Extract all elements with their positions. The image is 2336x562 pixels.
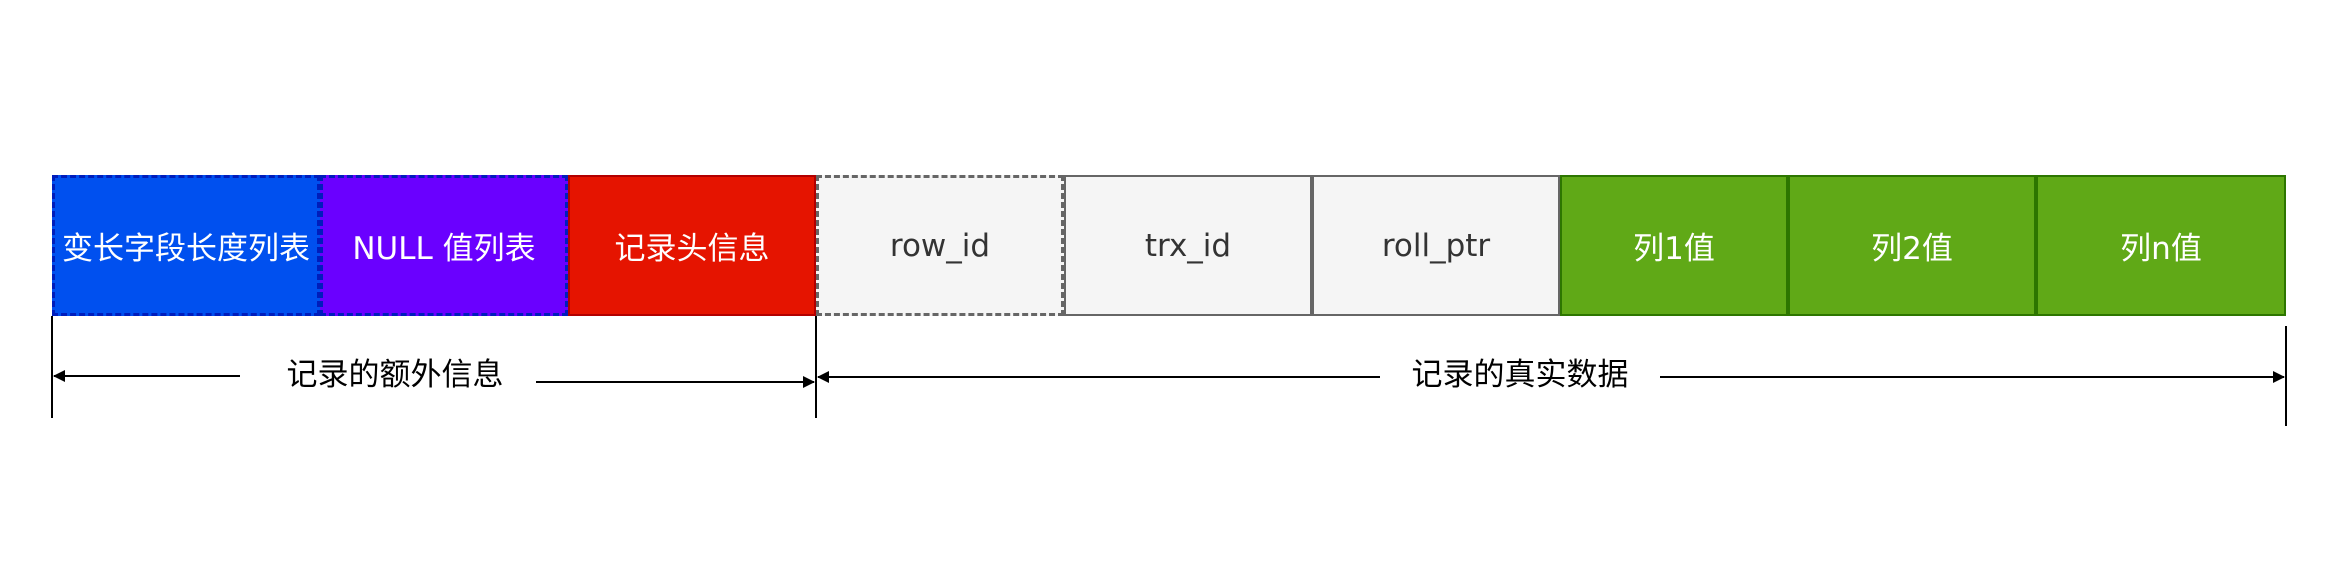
field-trx-id: trx_id [1064,175,1312,316]
field-label: 列n值 [2120,231,2202,267]
field-label: 列1值 [1633,231,1715,267]
field-variable-length-list: 变长字段长度列表 [52,175,320,316]
field-label: 列2值 [1871,231,1953,267]
field-column-n: 列n值 [2036,175,2286,316]
field-label: NULL 值列表 [352,231,536,267]
field-label: roll_ptr [1381,227,1491,264]
field-null-list: NULL 值列表 [320,175,568,316]
field-label: 记录头信息 [614,231,770,267]
field-row-id: row_id [816,175,1064,316]
extra-info-label: 记录的额外信息 [270,352,520,398]
field-record-header: 记录头信息 [568,175,816,316]
field-column-2: 列2值 [1788,175,2036,316]
field-label: 变长字段长度列表 [62,231,310,267]
field-label: row_id [889,227,991,264]
field-label: trx_id [1144,227,1232,264]
real-data-label: 记录的真实数据 [1395,352,1645,398]
field-roll-ptr: roll_ptr [1312,175,1560,316]
field-column-1: 列1值 [1560,175,1788,316]
